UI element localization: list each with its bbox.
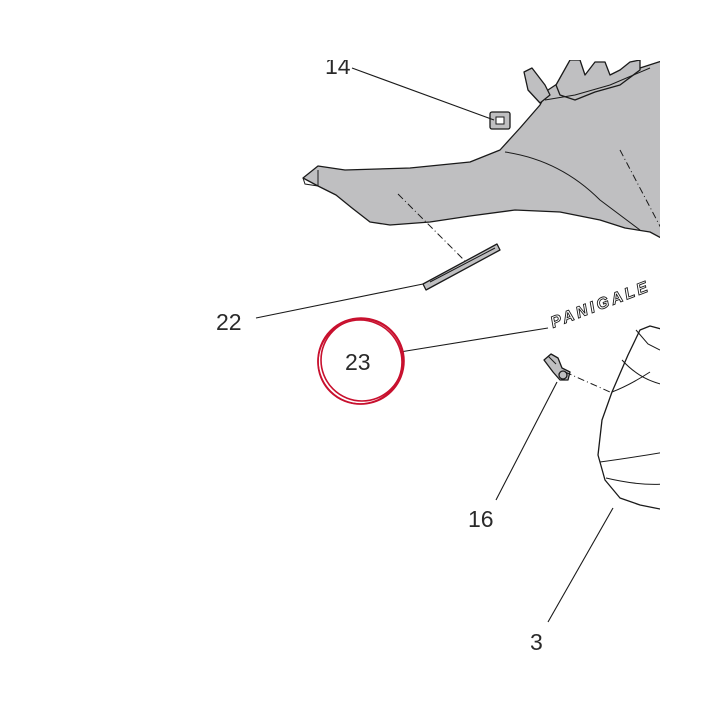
callout-label-3: 3 <box>530 629 543 655</box>
assembly-axis-lines <box>397 149 660 393</box>
highlight-ring-23 <box>317 317 405 405</box>
sticker-strip-part <box>422 243 501 291</box>
leader-lines <box>255 67 614 623</box>
callout-label-16: 16 <box>468 506 494 532</box>
lower-fairing-part <box>597 325 660 510</box>
screw-part <box>543 353 571 381</box>
brand-decal-part: PANIGALE <box>548 278 653 333</box>
callout-label-22: 22 <box>216 309 242 335</box>
brand-decal-text: PANIGALE <box>548 278 653 332</box>
clip-part <box>489 111 511 130</box>
upper-fairing-part <box>302 60 660 239</box>
callout-label-23: 23 <box>345 349 371 375</box>
callout-label-14: 14 <box>325 53 351 79</box>
